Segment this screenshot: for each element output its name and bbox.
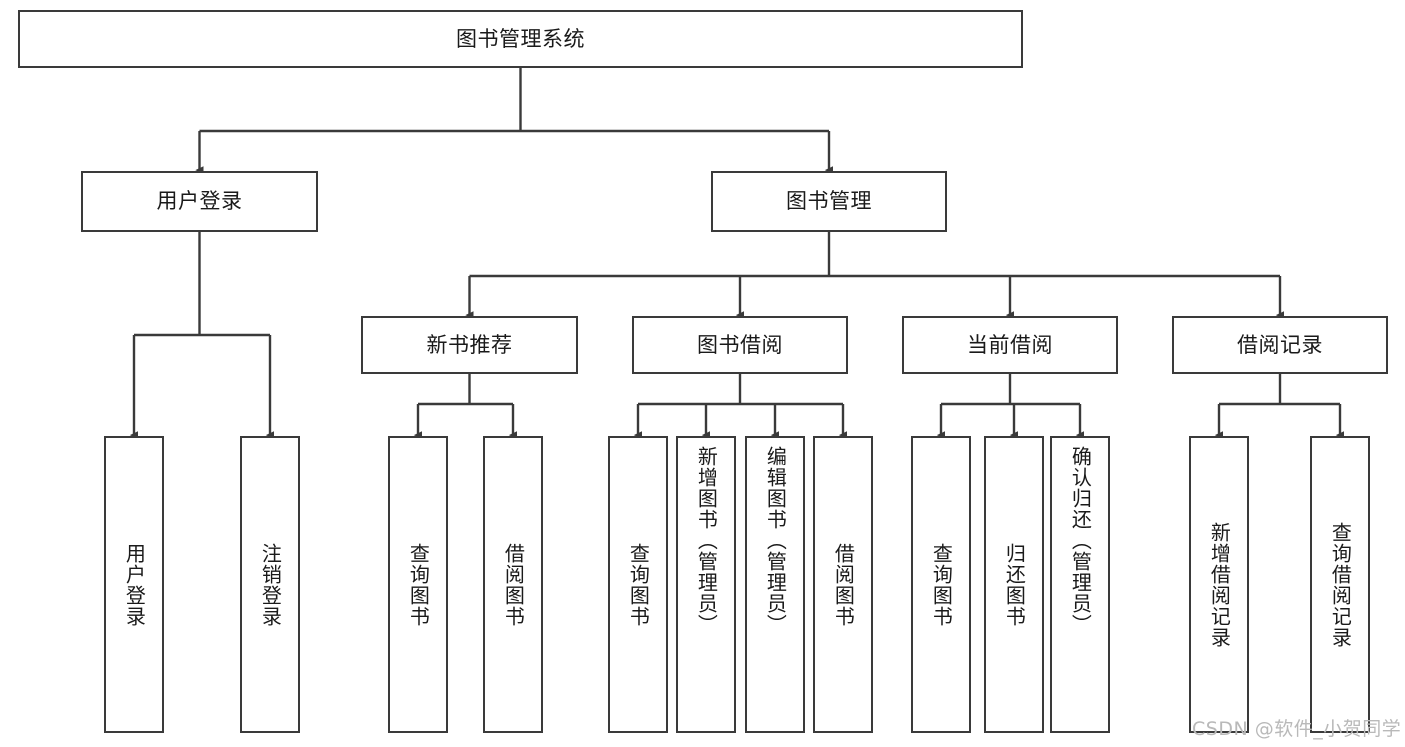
node-new-book-recommendation[interactable]: 新书推荐 (361, 316, 578, 374)
leaf-edit-book[interactable]: 编辑图书（管理员） (745, 436, 805, 733)
leaf-query-book-1[interactable]: 查询图书 (388, 436, 448, 733)
node-borrow-record-label: 借阅记录 (1237, 332, 1323, 357)
leaf-logout[interactable]: 注销登录 (240, 436, 300, 733)
leaf-return-book[interactable]: 归还图书 (984, 436, 1044, 733)
leaf-add-book[interactable]: 新增图书（管理员） (676, 436, 736, 733)
leaf-user-login-label: 用户登录 (122, 542, 147, 627)
leaf-user-login[interactable]: 用户登录 (104, 436, 164, 733)
leaf-query-book-3-label: 查询图书 (929, 542, 954, 627)
leaf-add-borrow-record-label: 新增借阅记录 (1207, 521, 1232, 648)
leaf-query-book-3[interactable]: 查询图书 (911, 436, 971, 733)
leaf-borrow-book-2[interactable]: 借阅图书 (813, 436, 873, 733)
node-book-borrow[interactable]: 图书借阅 (632, 316, 848, 374)
node-root-label: 图书管理系统 (456, 26, 585, 51)
leaf-borrow-book-2-label: 借阅图书 (831, 542, 856, 627)
node-book-management[interactable]: 图书管理 (711, 171, 947, 232)
node-new-book-recommendation-label: 新书推荐 (426, 332, 513, 357)
leaf-query-book-2[interactable]: 查询图书 (608, 436, 668, 733)
leaf-logout-label: 注销登录 (258, 542, 283, 627)
node-borrow-record[interactable]: 借阅记录 (1172, 316, 1388, 374)
node-book-borrow-label: 图书借阅 (697, 332, 783, 357)
node-current-borrow[interactable]: 当前借阅 (902, 316, 1118, 374)
leaf-query-book-2-label: 查询图书 (626, 542, 651, 627)
node-book-management-label: 图书管理 (786, 189, 872, 214)
csdn-watermark: CSDN @软件_小贺同学 (1192, 718, 1402, 740)
leaf-add-borrow-record[interactable]: 新增借阅记录 (1189, 436, 1249, 733)
node-user-login-label: 用户登录 (156, 189, 243, 214)
leaf-query-book-1-label: 查询图书 (406, 542, 431, 627)
node-root[interactable]: 图书管理系统 (18, 10, 1023, 68)
leaf-query-borrow-record[interactable]: 查询借阅记录 (1310, 436, 1370, 733)
leaf-edit-book-label: 编辑图书（管理员） (763, 446, 788, 635)
leaf-borrow-book-1[interactable]: 借阅图书 (483, 436, 543, 733)
leaf-query-borrow-record-label: 查询借阅记录 (1328, 521, 1353, 648)
leaf-borrow-book-1-label: 借阅图书 (501, 542, 526, 627)
node-current-borrow-label: 当前借阅 (967, 332, 1053, 357)
leaf-return-book-label: 归还图书 (1002, 542, 1027, 627)
leaf-confirm-return-label: 确认归还（管理员） (1068, 446, 1093, 635)
leaf-confirm-return[interactable]: 确认归还（管理员） (1050, 436, 1110, 733)
node-user-login[interactable]: 用户登录 (81, 171, 318, 232)
leaf-add-book-label: 新增图书（管理员） (694, 446, 719, 635)
